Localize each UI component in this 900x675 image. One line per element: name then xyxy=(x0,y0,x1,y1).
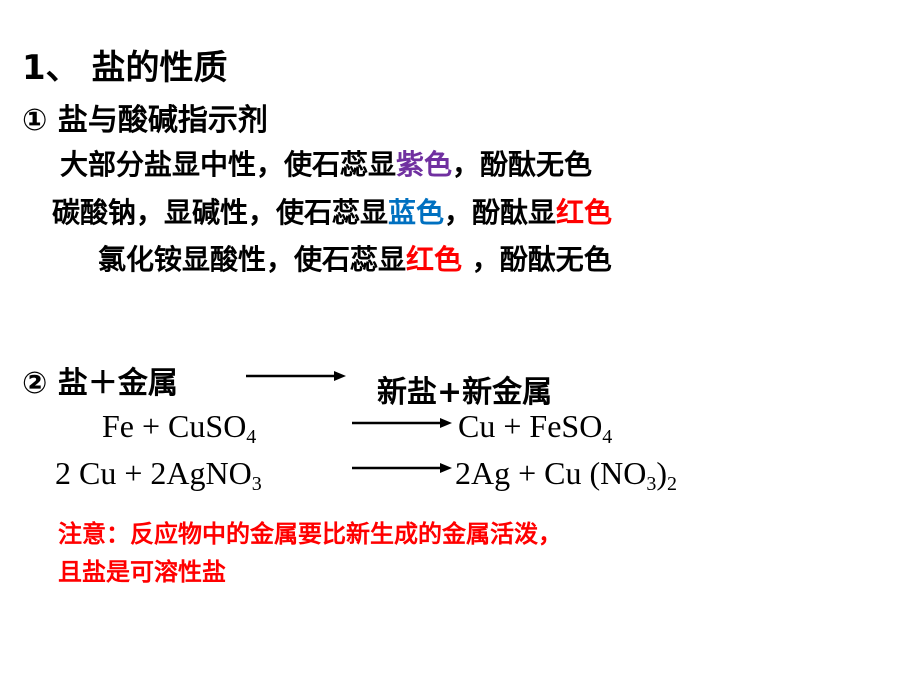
reaction-arrow-1 xyxy=(352,418,452,428)
reaction-arrow-2 xyxy=(352,463,452,473)
equation2-products: 2Ag + Cu (NO3)2 xyxy=(455,455,677,496)
eq-text: ) xyxy=(656,455,668,491)
eq-text: 2 Cu + 2AgNO xyxy=(55,455,252,491)
phenol-color-none: 无色 xyxy=(555,243,612,276)
phenol-color-red: 红色 xyxy=(556,196,613,229)
eq-text: 2Ag + Cu (NO xyxy=(455,455,647,491)
indicator-line-basic: 碳酸钠，显碱性，使石蕊显蓝色，酚酞显红色 xyxy=(52,191,612,231)
line-text: ，酚酞 xyxy=(452,148,537,181)
eq-text: Cu + FeSO xyxy=(458,408,603,444)
indicator-line-neutral: 大部分盐显中性，使石蕊显紫色，酚酞无色 xyxy=(60,143,592,183)
litmus-color-blue: 蓝色 xyxy=(388,196,445,229)
line-text: 大部分盐显中性，使石蕊显 xyxy=(60,148,397,181)
note-line-2: 且盐是可溶性盐 xyxy=(58,558,226,586)
reaction-arrow-general xyxy=(246,371,346,381)
equation2-reactants: 2 Cu + 2AgNO3 xyxy=(55,455,262,496)
line-text: ，酚酞 xyxy=(462,243,556,276)
eq-subscript: 3 xyxy=(251,473,262,495)
line-text: 碳酸钠，显碱性，使石蕊显 xyxy=(52,196,389,229)
eq-subscript: 4 xyxy=(602,426,613,448)
phenol-color-none: 无色 xyxy=(536,148,593,181)
litmus-color-red: 红色 xyxy=(406,243,463,276)
line-text: 氯化铵显酸性，使石蕊显 xyxy=(98,243,407,276)
eq-text: Fe + CuSO xyxy=(102,408,247,444)
note-line-1: 注意：反应物中的金属要比新生成的金属活泼， xyxy=(58,520,562,548)
section2-label: ② 盐＋金属 xyxy=(22,366,178,401)
indicator-line-acidic: 氯化铵显酸性，使石蕊显红色 ，酚酞无色 xyxy=(98,238,612,278)
line-text: ，酚酞显 xyxy=(444,196,557,229)
equation1-reactants: Fe + CuSO4 xyxy=(102,408,256,449)
subheading-indicators: ① 盐与酸碱指示剂 xyxy=(22,103,268,138)
litmus-color-purple: 紫色 xyxy=(396,148,453,181)
eq-subscript: 3 xyxy=(646,473,657,495)
page-title: 1、 盐的性质 xyxy=(22,48,228,88)
equation1-products: Cu + FeSO4 xyxy=(458,408,612,449)
eq-subscript: 4 xyxy=(246,426,257,448)
eq-subscript: 2 xyxy=(667,473,678,495)
section2-product: 新盐+新金属 xyxy=(377,375,553,410)
